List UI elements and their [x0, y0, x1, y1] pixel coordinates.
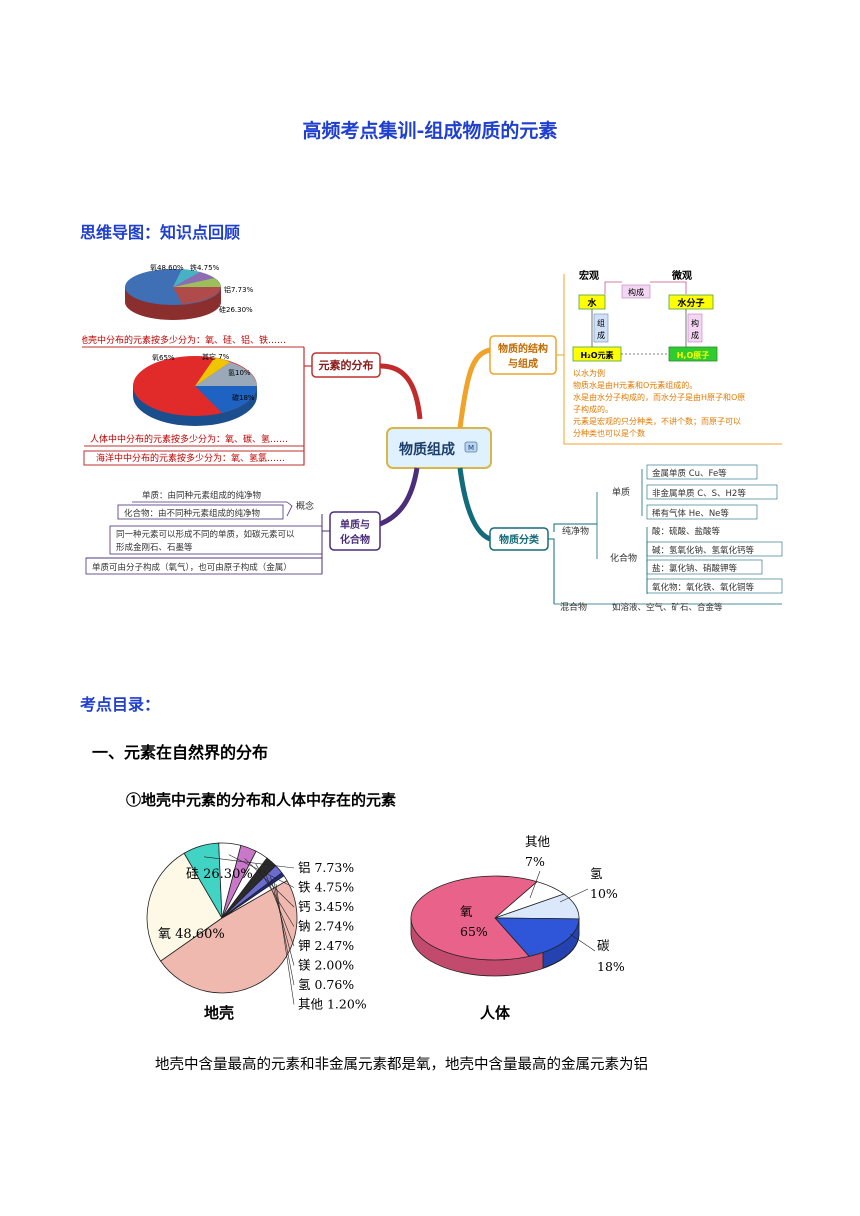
- body-slice-碳: [494, 917, 580, 957]
- cheng2-label: 成: [691, 330, 699, 340]
- zu-label: 组: [597, 318, 605, 328]
- example-line: 元素是宏观的只分种类，不讲个数；而原子可以: [573, 416, 741, 426]
- molecule-atom-line: 单质可由分子构成（氧气），也可由原子构成（金属）: [92, 562, 292, 573]
- example-line: 以水为例: [573, 368, 605, 378]
- subsection-heading: ①地壳中元素的分布和人体中存在的元素: [126, 791, 397, 809]
- crust-label-镁: 镁 2.00%: [298, 958, 354, 973]
- pure-label: 纯净物: [562, 525, 589, 537]
- small-crust-label: 氧48.60%: [150, 263, 184, 272]
- micro-label: 微观: [671, 269, 692, 282]
- body-label-name-氧: 氧: [460, 904, 473, 919]
- section-heading: 一、元素在自然界的分布: [92, 743, 269, 762]
- concept-label: 概念: [296, 500, 314, 512]
- water-box: 水: [587, 297, 597, 309]
- small-body-label: 其它 7%: [202, 352, 230, 361]
- catalog-heading: 考点目录：: [80, 695, 161, 714]
- allotrope-line1: 同一种元素可以形成不同的单质，如碳元素可以: [116, 529, 295, 540]
- macro-label: 宏观: [579, 269, 599, 282]
- body-label-name-碳: 碳: [597, 938, 610, 953]
- h2o-elements-box: H₂O元素: [581, 350, 614, 360]
- example-line: 子构成的。: [573, 404, 613, 414]
- allotrope-line2: 形成金刚石、石墨等: [116, 542, 193, 553]
- crust-slice-氧: [160, 879, 298, 994]
- crust-label-氧: 氧 48.60%: [158, 927, 225, 942]
- water-molecule-box: 水分子: [677, 297, 704, 309]
- branch-classification: 物质分类: [499, 533, 539, 546]
- mixture-label: 混合物: [560, 601, 587, 613]
- simple-def: 单质：由同种元素组成的纯净物: [142, 490, 262, 501]
- noble-gas: 稀有气体 He、Ne等: [652, 508, 729, 519]
- small-body-label: 氧65%: [152, 353, 175, 362]
- branch-elements-1: 单质与: [340, 518, 370, 531]
- body-pie-chart: 氧 65% 氢 10% 碳 18% 其他 7%: [410, 834, 625, 977]
- body-label-name-其他: 其他: [525, 834, 551, 849]
- gou-label: 构: [691, 318, 699, 328]
- crust-label-铝: 铝 7.73%: [298, 860, 354, 875]
- branch-elements-2: 化合物: [340, 533, 370, 546]
- small-crust-label: 铁4.75%: [190, 263, 220, 272]
- compose-label: 构成: [628, 287, 644, 297]
- crust-label-钙: 钙 3.45%: [298, 899, 354, 914]
- element-pie-charts: 氧 48.60% 硅 26.30% 铝 7.73% 铁 4.75% 钙 3.45% 钠 2…: [146, 834, 625, 1022]
- small-body-label: 氢10%: [228, 368, 251, 377]
- cheng-label: 成: [597, 330, 605, 340]
- crust-label-其他: 其他 1.20%: [298, 997, 367, 1012]
- crust-label-铁: 铁 4.75%: [298, 880, 354, 895]
- crust-line: 地壳中分布的元素按多少分为：氧、硅、铝、铁……: [82, 334, 286, 346]
- body-label-value-其他: 7%: [525, 854, 545, 869]
- small-crust-label: 硅26.30%: [219, 305, 253, 314]
- simple-label: 单质: [612, 486, 630, 498]
- sea-line: 海洋中中分布的元素按多少分为：氧、氢氯……: [96, 452, 285, 464]
- example-line: 水是由水分子构成的，而水分子是由H原子和O原: [573, 392, 745, 402]
- crust-label-钾: 钾 2.47%: [298, 938, 354, 953]
- acid: 酸：硫酸、盐酸等: [652, 526, 721, 537]
- crust-label-硅: 硅 26.30%: [186, 867, 253, 882]
- branch-structure-1: 物质的结构: [498, 342, 548, 355]
- mindmap-heading: 思维导图：知识点回顾: [80, 223, 241, 242]
- branch-distribution: 元素的分布: [319, 358, 374, 372]
- crust-label-钠: 钠 2.74%: [298, 919, 354, 934]
- small-body-pie: 氧65% 其它 7% 氢10% 碳18%: [133, 352, 257, 426]
- example-line: 分种类也可以是个数: [573, 428, 645, 438]
- body-line: 人体中中分布的元素按多少分为：氧、碳、氢……: [90, 433, 288, 445]
- compound-def: 化合物：由不同种元素组成的纯净物: [124, 508, 261, 519]
- center-badge: M: [468, 444, 474, 452]
- compound-label: 化合物: [610, 552, 637, 564]
- mindmap-figure: 氧48.60% 铁4.75% 铝7.73% 硅26.30% 地壳中分布的元素按多…: [82, 263, 783, 613]
- crust-slice-硅: [146, 852, 223, 962]
- small-crust-label: 铝7.73%: [224, 285, 254, 294]
- crust-pie-chart: 氧 48.60% 硅 26.30% 铝 7.73% 铁 4.75% 钙 3.45% 钠 2…: [146, 842, 367, 1012]
- h2o-atoms-box: H,O原子: [677, 351, 710, 360]
- nonmetal-simple: 非金属单质 C、S、H2等: [652, 488, 746, 499]
- center-node: 物质组成: [399, 441, 455, 458]
- small-crust-pie: 氧48.60% 铁4.75% 铝7.73% 硅26.30%: [125, 263, 254, 320]
- body-label-value-碳: 18%: [597, 959, 625, 974]
- conclusion-text: 地壳中含量最高的元素和非金属元素都是氧，地壳中含量最高的金属元素为铝: [155, 1057, 648, 1073]
- body-label-value-氧: 65%: [460, 924, 488, 939]
- branch-structure-2: 与组成: [508, 357, 538, 370]
- body-label-name-氢: 氢: [590, 866, 603, 881]
- page-title: 高频考点集训-组成物质的元素: [302, 120, 558, 142]
- example-line: 物质水是由H元素和O元素组成的。: [573, 380, 697, 390]
- mixture-example: 如溶液、空气、矿石、合金等: [612, 602, 723, 613]
- body-caption: 人体: [480, 1004, 511, 1022]
- salt: 盐：氯化钠、硝酸钾等: [652, 563, 738, 574]
- body-slice-氧: [410, 875, 538, 961]
- small-body-label: 碳18%: [232, 393, 255, 402]
- crust-caption: 地壳: [204, 1004, 234, 1022]
- body-label-value-氢: 10%: [590, 886, 618, 901]
- crust-label-氢: 氢 0.76%: [298, 977, 354, 992]
- metal-simple: 金属单质 Cu、Fe等: [652, 468, 727, 479]
- oxide: 氧化物：氧化铁、氧化铜等: [652, 582, 755, 593]
- base: 碱：氢氧化钠、氢氧化钙等: [652, 545, 755, 556]
